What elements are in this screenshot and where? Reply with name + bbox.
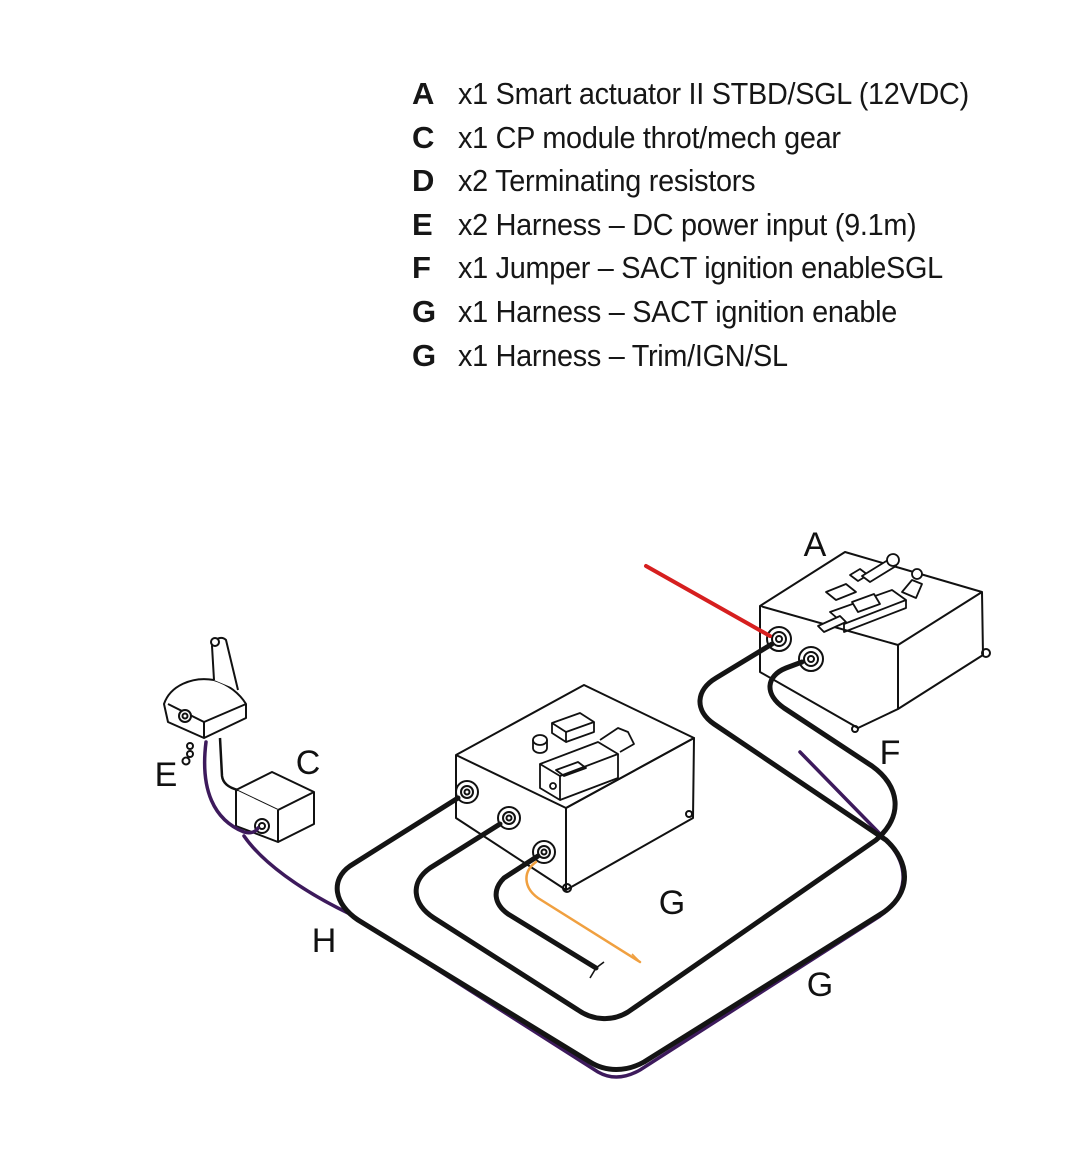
- harness-to-wire-end: [493, 853, 599, 971]
- orange-wire: [525, 860, 642, 964]
- red-power-lead: [644, 564, 772, 638]
- harness-g-loop: [413, 659, 898, 1021]
- part-description: x1 CP module throt/mech gear: [458, 119, 841, 155]
- parts-list-item: E x2 Harness – DC power input (9.1m): [412, 207, 1052, 251]
- actuator-top-hardware: [817, 553, 923, 633]
- part-letter: G: [412, 337, 436, 373]
- part-description: x2 Harness – DC power input (9.1m): [458, 206, 917, 242]
- callout-g-harness: G: [807, 966, 833, 1004]
- part-letter: A: [412, 76, 435, 111]
- actuator-connector-2: [798, 646, 824, 672]
- throttle-control-head: [163, 637, 247, 766]
- part-description: x1 Harness – Trim/IGN/SL: [458, 337, 788, 373]
- module-top-hardware: [532, 712, 635, 801]
- parts-list-item: C x1 CP module throt/mech gear: [412, 120, 1052, 164]
- part-letter: C: [412, 119, 435, 155]
- control-link-cable: [218, 737, 239, 792]
- parts-list-item: G x1 Harness – SACT ignition enable: [412, 294, 1052, 338]
- part-letter: G: [412, 293, 436, 329]
- black-harnesses: [334, 641, 907, 1072]
- callout-e: E: [155, 756, 178, 794]
- parts-list: A x1 Smart actuator II STBD/SGL (12VDC) …: [412, 76, 1052, 381]
- central-module: [455, 684, 695, 893]
- module-connector-1: [455, 780, 479, 804]
- part-letter: F: [412, 250, 431, 286]
- callout-labels: A C E F G G H: [155, 526, 901, 1004]
- callout-g-module: G: [659, 884, 685, 922]
- parts-list-item: A x1 Smart actuator II STBD/SGL (12VDC): [412, 76, 1052, 120]
- parts-list-item: F x1 Jumper – SACT ignition enableSGL: [412, 250, 1052, 294]
- callout-f: F: [880, 734, 901, 772]
- callout-c: C: [296, 744, 321, 782]
- parts-list-item: D x2 Terminating resistors: [412, 163, 1052, 207]
- smart-actuator-a: [759, 551, 991, 733]
- wire-end-tails: [589, 953, 641, 979]
- callout-h: H: [312, 922, 337, 960]
- cp-module-c: [235, 771, 315, 843]
- part-description: x1 Jumper – SACT ignition enableSGL: [458, 250, 943, 286]
- part-description: x1 Harness – SACT ignition enable: [458, 293, 897, 329]
- harness-h-to-actuator: [334, 641, 907, 1072]
- part-letter: E: [412, 206, 433, 242]
- callout-a: A: [804, 526, 827, 564]
- part-description: x2 Terminating resistors: [458, 163, 756, 199]
- part-description: x1 Smart actuator II STBD/SGL (12VDC): [458, 76, 969, 111]
- part-letter: D: [412, 163, 435, 199]
- module-connector-2: [497, 806, 521, 830]
- parts-list-item: G x1 Harness – Trim/IGN/SL: [412, 338, 1052, 382]
